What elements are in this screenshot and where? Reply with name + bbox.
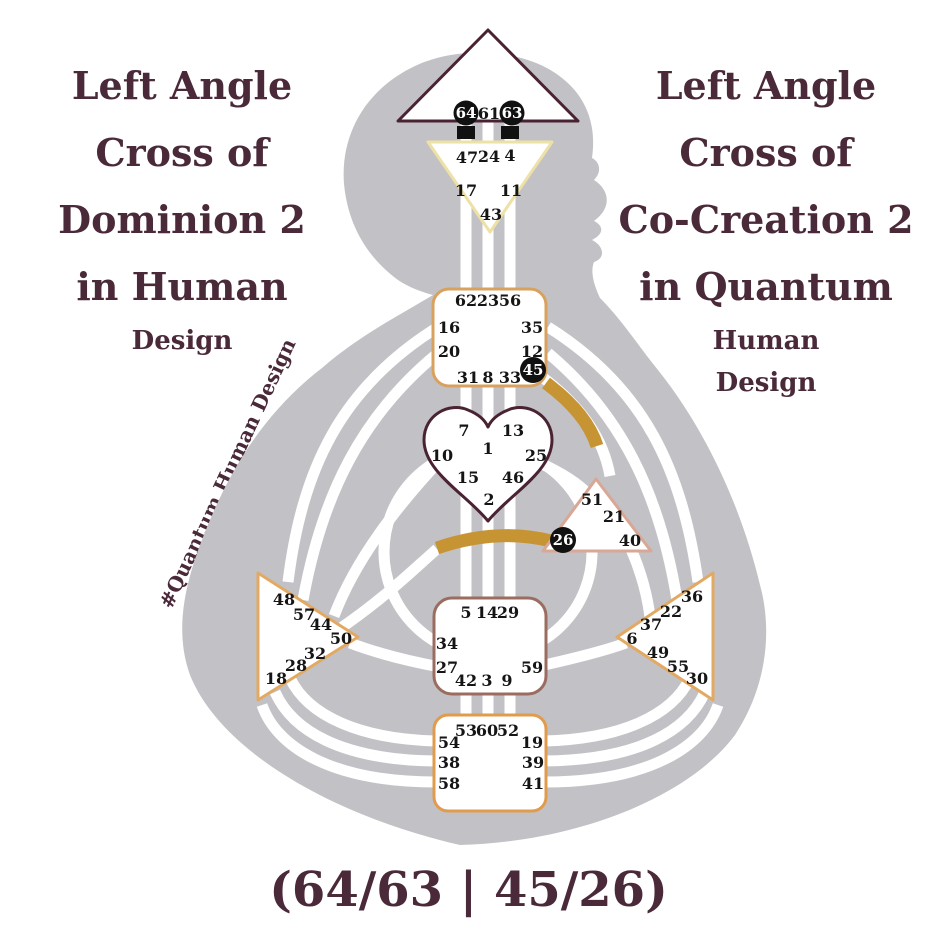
gate-40: 40 [619,531,641,550]
gate-32: 32 [304,644,326,663]
gate-30: 30 [686,669,708,688]
gate-49: 49 [647,643,669,662]
gate-13: 13 [502,421,524,440]
gate-50: 50 [330,629,352,648]
svg-text:64: 64 [456,104,477,122]
left-title-line4: in Human [76,264,288,309]
gate-62: 62 [455,291,477,310]
right-title-line1: Left Angle [655,63,877,108]
gate-2: 2 [483,490,494,509]
gate-5: 5 [460,603,471,622]
gate-37: 37 [640,615,662,634]
right-title-line2: Cross of [679,130,853,175]
will-center: 51 21 40 26 [541,477,653,553]
gate-12: 12 [521,342,543,361]
gate-44: 44 [310,615,332,634]
activated-channel-bars [457,126,519,139]
gate-53: 53 [455,721,477,740]
gate-43: 43 [480,205,502,224]
gate-29: 29 [497,603,519,622]
gate-34: 34 [436,634,458,653]
gate-45-defined: 45 [520,357,546,383]
gate-11: 11 [500,181,522,200]
gate-18: 18 [265,669,287,688]
g-center: 7 13 1 10 25 15 46 2 [422,406,554,523]
gate-38: 38 [438,753,460,772]
gate-27: 27 [436,658,458,677]
gate-24: 24 [478,147,500,166]
gate-56: 56 [499,291,521,310]
solar-plexus-center: 36 22 37 6 49 55 30 [615,571,715,702]
right-title-line4: in Quantum [639,264,893,309]
gate-9: 9 [501,671,512,690]
gate-25: 25 [525,446,547,465]
gate-58: 58 [438,774,460,793]
gate-57: 57 [293,605,315,624]
gate-23: 23 [477,291,499,310]
gate-33: 33 [499,368,521,387]
gate-22: 22 [660,602,682,621]
gate-8: 8 [482,368,493,387]
ajna-center: 47 24 4 17 11 43 [426,140,554,234]
gate-59: 59 [521,658,543,677]
right-title-subtitle2: Design [715,368,817,398]
cross-notation: (64/63 | 45/26) [269,862,668,918]
root-center: 53 60 52 54 19 38 39 58 41 [432,713,548,813]
gate-31: 31 [457,368,479,387]
gate-52: 52 [497,721,519,740]
gate-35: 35 [521,318,543,337]
gate-10: 10 [431,446,453,465]
left-title-line3: Dominion 2 [58,197,306,242]
sacral-center: 5 14 29 34 27 59 42 3 9 [432,596,548,696]
gate-63-defined: 63 [499,100,525,126]
gate-15: 15 [457,468,479,487]
gate-3: 3 [481,671,492,690]
gate-6: 6 [626,629,637,648]
gate-28: 28 [285,656,307,675]
right-cross-title: Left Angle Cross of Co-Creation 2 in Qua… [598,52,934,404]
gate-51: 51 [581,490,603,509]
gate-41: 41 [522,774,544,793]
left-title-line1: Left Angle [71,63,293,108]
gate-64-defined: 64 [453,100,479,126]
gate-47: 47 [456,148,478,167]
left-title-line2: Cross of [95,130,269,175]
head-center: 61 64 63 [396,28,580,126]
left-cross-title: Left Angle Cross of Dominion 2 in Human … [14,52,350,362]
gate-60: 60 [476,721,498,740]
gate-36: 36 [681,587,703,606]
gold-channel-segments [434,377,604,555]
gate-1: 1 [482,439,493,458]
gold-channel-45-21 [542,377,604,449]
bar-63-4 [501,126,519,139]
bar-64-47 [457,126,475,139]
svg-text:63: 63 [502,104,523,122]
gate-26-defined: 26 [550,527,576,553]
gate-55: 55 [667,657,689,676]
svg-text:26: 26 [553,531,574,549]
gate-42: 42 [455,671,477,690]
right-title-line3: Co-Creation 2 [618,197,914,242]
gate-21: 21 [603,507,625,526]
spleen-center: 48 57 44 50 32 28 18 [256,571,360,702]
gate-19: 19 [521,733,543,752]
gate-54: 54 [438,733,460,752]
gate-4: 4 [504,146,515,165]
svg-text:45: 45 [523,361,544,379]
gate-17: 17 [455,181,477,200]
gate-61: 61 [478,104,500,123]
left-title-subtitle: Design [131,326,233,356]
gate-7: 7 [458,421,469,440]
gate-20: 20 [438,342,460,361]
gold-channel-44-26 [434,529,553,555]
gate-48: 48 [273,590,295,609]
gate-39: 39 [522,753,544,772]
throat-center: 62 23 56 16 35 20 12 31 8 33 45 [431,287,548,388]
right-title-subtitle1: Human [712,326,820,356]
gate-14: 14 [476,603,498,622]
gate-16: 16 [438,318,460,337]
gate-46: 46 [502,468,524,487]
